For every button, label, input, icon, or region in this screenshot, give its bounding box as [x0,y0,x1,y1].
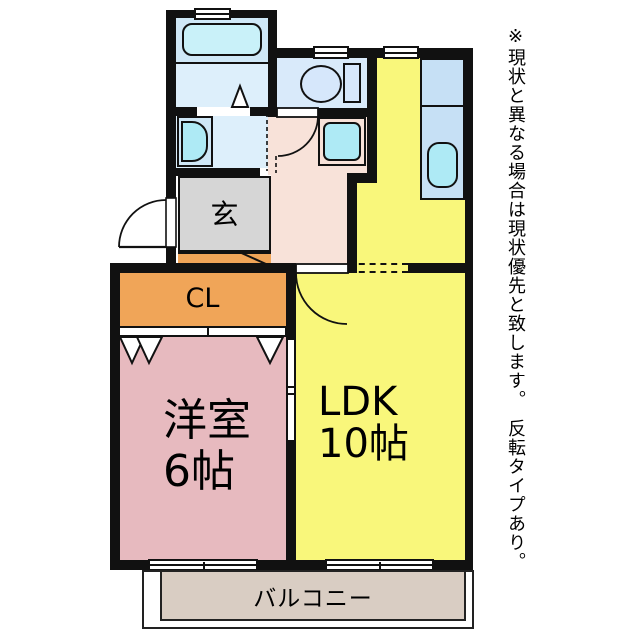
toilet-door-leaf [276,107,319,118]
wall-segment [250,107,277,116]
toilet-tank-icon [343,63,361,103]
washbasin-icon [181,121,208,162]
bathtub-icon [182,23,262,56]
balcony-label: バルコニー [253,585,373,612]
window-tick [203,562,205,571]
wall-segment [166,168,260,176]
washing-machine-pan-inner [323,122,361,161]
closet [118,273,287,326]
wall-segment [268,10,277,117]
wall-segment [408,263,473,273]
door-tick [286,393,296,395]
wall-segment [166,10,176,176]
wall-segment [166,107,197,116]
ldk-size: 10帖 [318,421,409,467]
sliding-door-icon [286,338,296,442]
bathroom-floor [176,64,268,107]
window-line [196,13,229,15]
sliding-window-icon [383,46,419,59]
track-tick [207,328,209,335]
toilet-icon [300,65,342,103]
kitchen-living-open-boundary [348,263,408,273]
sliding-window-icon [313,46,349,59]
kitchen-sink-icon [427,142,458,188]
wall-segment [367,58,377,183]
window-line [315,51,347,54]
hall-door-leaf [295,263,349,274]
window-line [385,51,417,54]
wall-segment [257,560,325,570]
disclaimer-note: ※現状と異なる場合は現状優先と致します。 反転タイプあり。 [505,26,526,571]
wall-segment [110,263,120,570]
western-room [120,337,286,560]
genkan-label: 玄 [210,198,239,231]
western-room-size: 6帖 [163,446,235,497]
wall-segment [166,176,176,198]
balcony: バルコニー [160,570,466,621]
washing-machine-pan-icon [318,117,366,166]
hallway [271,175,347,263]
wall-segment [433,560,473,570]
wall-segment [465,48,473,570]
wall-segment [110,560,148,570]
closet-label: CL [185,283,220,314]
ldk-name: LDK [318,379,398,425]
wall-segment [166,247,176,265]
door-tick [286,386,296,388]
counter-divider [422,105,463,107]
entrance-door-swing-icon [118,199,167,248]
entrance-doorway [165,197,177,248]
wall-segment [347,173,357,273]
wall-segment [268,48,473,58]
western-room-name: 洋室 [163,395,251,446]
sliding-window-icon [194,8,231,20]
closet-front-track [118,326,287,337]
genkan-entrance [178,176,271,252]
wall-segment [110,263,296,273]
window-tick [379,562,381,571]
wall-segment [347,173,377,183]
wall-segment [318,108,377,117]
